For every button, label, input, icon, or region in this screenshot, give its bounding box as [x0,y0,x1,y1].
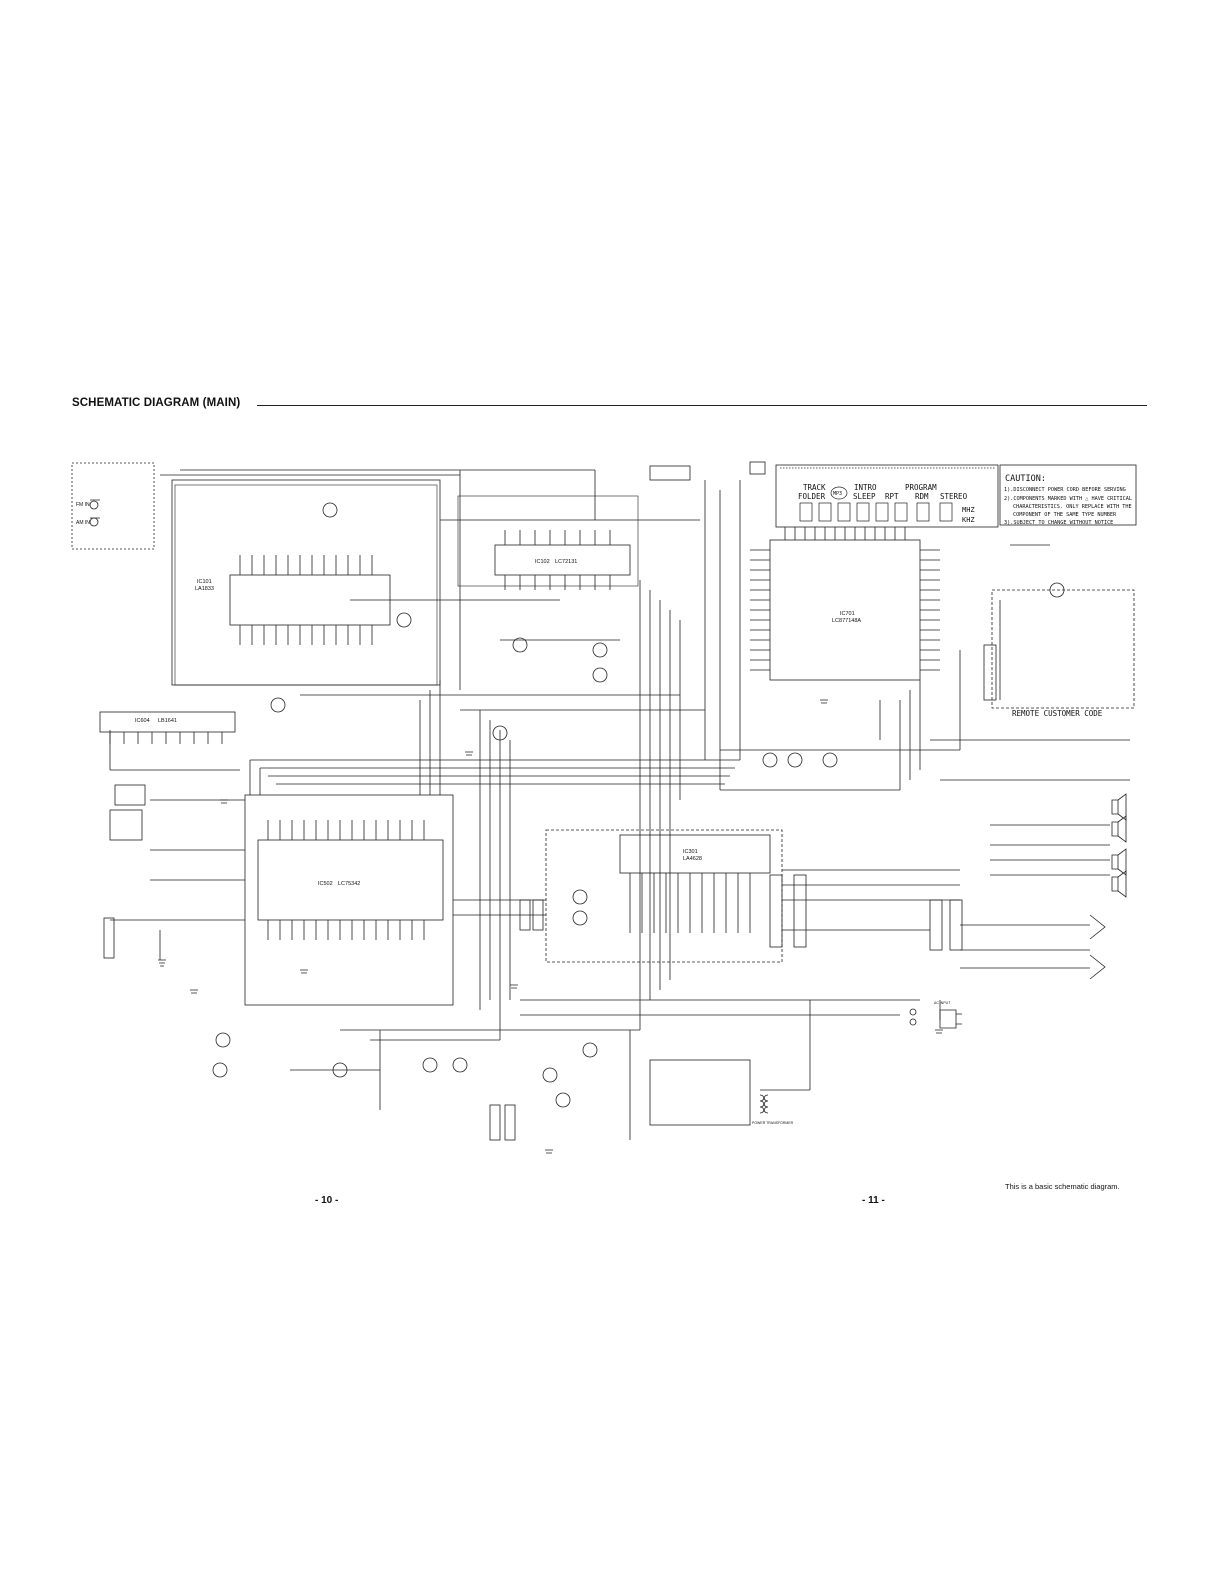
display-label-intro: INTRO [854,483,877,492]
caution-line-2: 2).COMPONENTS MARKED WITH △ HAVE CRITICA… [1004,496,1132,502]
page-number-left: - 10 - [315,1195,339,1206]
display-panel: TRACK INTRO PROGRAM FOLDER SLEEP RPT RDM… [780,467,995,524]
caution-line-3: CHARACTERISTICS. ONLY REPLACE WITH THE [1013,504,1132,510]
display-label-sleep: SLEEP [853,492,876,501]
am-in-label: AM IN [76,520,90,526]
ic502-part: LC75342 [338,881,360,887]
ic102-ref: IC102 [535,559,550,565]
display-label-mhz: MHZ [962,506,975,514]
ic101-part: LA1833 [195,586,214,592]
caution-line-1: 1).DISCONNECT POWER CORD BEFORE SERVING [1004,487,1126,493]
display-label-program: PROGRAM [905,483,937,492]
title-rule [257,405,1147,406]
ic701-ref: IC701 [840,611,855,617]
display-label-track: TRACK [803,483,826,492]
ic701-part: LC877148A [832,618,861,624]
display-label-stereo: STEREO [940,492,968,501]
ic301-ref: IC301 [683,849,698,855]
ac-input-label: AC INPUT [934,1001,951,1005]
footer-note: This is a basic schematic diagram. [1005,1182,1120,1191]
display-label-khz: KHZ [962,516,975,524]
caution-line-4: COMPONENT OF THE SAME TYPE NUMBER [1013,512,1117,518]
display-label-rdm: RDM [915,492,929,501]
section-title: SCHEMATIC DIAGRAM (MAIN) [72,397,241,409]
ic604-part: LB1641 [158,718,177,724]
caution-title: CAUTION: [1005,474,1046,484]
ic102-part: LC72131 [555,559,577,565]
schematic-wiring [71,461,1137,1154]
display-label-folder: FOLDER [798,492,826,501]
ic301-part: LA4628 [683,856,702,862]
ic502-ref: IC502 [318,881,333,887]
fm-in-label: FM IN [76,502,90,508]
display-label-mp3: MP3 [833,491,842,497]
ic604-ref: IC604 [135,718,150,724]
ic-labels: IC101 LA1833 IC102 LC72131 IC701 LC87714… [76,502,951,1125]
ic101-ref: IC101 [197,579,212,585]
remote-customer-code-label: REMOTE CUSTOMER CODE [1012,709,1103,718]
page-number-right: - 11 - [862,1195,885,1206]
caution-note: CAUTION: 1).DISCONNECT POWER CORD BEFORE… [1004,474,1132,526]
power-transformer-label: POWER TRANSFORMER [752,1121,794,1125]
display-label-rpt: RPT [885,492,899,501]
caution-line-5: 3).SUBJECT TO CHANGE WITHOUT NOTICE [1004,520,1113,526]
